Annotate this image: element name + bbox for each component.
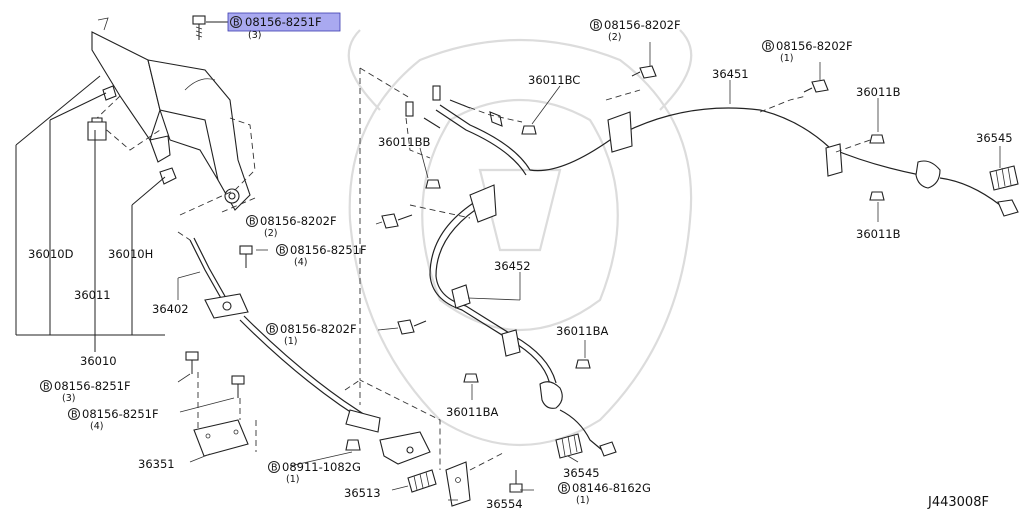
- parking-brake-lever[interactable]: [91, 17, 251, 211]
- svg-text:B: B: [43, 382, 50, 393]
- bolt-f10-icon[interactable]: [509, 470, 523, 493]
- diagram-code: J443008F: [927, 495, 989, 510]
- label-36452[interactable]: 36452: [494, 259, 531, 273]
- svg-text:(1): (1): [286, 474, 299, 485]
- label-36011b-top[interactable]: 36011B: [856, 85, 901, 99]
- svg-text:(1): (1): [284, 336, 297, 347]
- nut-36011b-bot-icon[interactable]: [869, 191, 885, 201]
- fastener-label-f4[interactable]: B 08156-8202F (2): [246, 214, 337, 239]
- svg-text:08156-8251F: 08156-8251F: [54, 379, 131, 393]
- label-36010h[interactable]: 36010H: [108, 247, 153, 261]
- nut-36011ba-left-icon[interactable]: [463, 373, 479, 383]
- spring-36545-right[interactable]: [989, 165, 1019, 191]
- spring-36545-bottom[interactable]: [555, 433, 583, 459]
- fastener-label-f7[interactable]: B 08156-8251F (3): [40, 379, 131, 404]
- label-36011ba-right[interactable]: 36011BA: [556, 324, 608, 338]
- label-36011[interactable]: 36011: [74, 288, 111, 302]
- svg-text:(2): (2): [608, 32, 621, 43]
- fastener-label-f6[interactable]: B 08156-8202F (1): [266, 322, 357, 347]
- label-36351[interactable]: 36351: [138, 457, 175, 471]
- label-36011bc[interactable]: 36011BC: [528, 73, 580, 87]
- rear-cable-36452[interactable]: [429, 184, 617, 457]
- group-bracket-36010: [15, 75, 166, 352]
- plate-36351[interactable]: [193, 419, 249, 457]
- nut-36011bc-icon[interactable]: [521, 125, 537, 135]
- nut-f9-icon[interactable]: [345, 439, 361, 451]
- rear-cable-36451[interactable]: [435, 104, 1019, 217]
- bolt-f8-icon[interactable]: [231, 375, 245, 398]
- svg-text:08156-8202F: 08156-8202F: [604, 18, 681, 32]
- bolt-f2-icon[interactable]: [631, 65, 657, 79]
- svg-text:(1): (1): [576, 495, 589, 506]
- fastener-label-f3[interactable]: B 08156-8202F (1): [762, 39, 853, 64]
- svg-text:08156-8251F: 08156-8251F: [290, 243, 367, 257]
- front-cable-36402[interactable]: [189, 237, 431, 465]
- label-36011bb[interactable]: 36011BB: [378, 135, 430, 149]
- svg-text:B: B: [765, 42, 772, 53]
- label-36402[interactable]: 36402: [152, 302, 189, 316]
- bolt-f5-icon[interactable]: [239, 245, 253, 268]
- fastener-label-f10[interactable]: B 08146-8162G (1): [558, 481, 651, 506]
- label-36545-bottom[interactable]: 36545: [563, 466, 600, 480]
- clip-36010h[interactable]: [159, 167, 177, 185]
- svg-text:08156-8251F: 08156-8251F: [245, 15, 322, 29]
- highlight-box: [227, 12, 341, 32]
- bolt-f7-icon[interactable]: [185, 351, 199, 374]
- svg-text:B: B: [279, 246, 286, 257]
- label-36011ba-left[interactable]: 36011BA: [446, 405, 498, 419]
- svg-text:B: B: [593, 21, 600, 32]
- svg-text:08156-8202F: 08156-8202F: [776, 39, 853, 53]
- watermark-emblem: [347, 29, 693, 447]
- label-36011b-bottom[interactable]: 36011B: [856, 227, 901, 241]
- svg-text:(2): (2): [264, 228, 277, 239]
- svg-text:B: B: [271, 463, 278, 474]
- spring-36513[interactable]: [407, 469, 437, 493]
- svg-text:08156-8202F: 08156-8202F: [260, 214, 337, 228]
- label-36010d[interactable]: 36010D: [28, 247, 74, 261]
- fastener-label-f8[interactable]: B 08156-8251F (4): [68, 407, 159, 432]
- bracket-36554[interactable]: [445, 461, 471, 507]
- svg-text:(4): (4): [90, 421, 103, 432]
- svg-text:B: B: [269, 325, 276, 336]
- svg-text:08156-8251F: 08156-8251F: [82, 407, 159, 421]
- nut-36011ba-right-icon[interactable]: [575, 359, 591, 369]
- bracket-36011[interactable]: [87, 117, 107, 141]
- fastener-label-f2[interactable]: B 08156-8202F (2): [590, 18, 681, 43]
- label-36451[interactable]: 36451: [712, 67, 749, 81]
- label-36010[interactable]: 36010: [80, 354, 117, 368]
- pins-36011bb[interactable]: [405, 85, 471, 129]
- bolt-f3-icon[interactable]: [803, 79, 829, 93]
- svg-text:(4): (4): [294, 257, 307, 268]
- bolt-f1-icon[interactable]: [192, 15, 206, 40]
- svg-text:(1): (1): [780, 53, 793, 64]
- svg-text:B: B: [249, 217, 256, 228]
- svg-text:08146-8162G: 08146-8162G: [572, 481, 651, 495]
- label-36513[interactable]: 36513: [344, 486, 381, 500]
- label-36545-right[interactable]: 36545: [976, 131, 1013, 145]
- leader-lines: [177, 42, 1001, 501]
- fastener-label-f1[interactable]: B 08156-8251F (3): [230, 15, 322, 41]
- clip-top[interactable]: [102, 85, 117, 101]
- svg-text:B: B: [233, 18, 240, 29]
- nut-36011bb-icon[interactable]: [425, 179, 441, 189]
- svg-text:(3): (3): [62, 393, 75, 404]
- fastener-label-f5[interactable]: B 08156-8251F (4): [276, 243, 367, 268]
- svg-text:B: B: [71, 410, 78, 421]
- nut-36011b-top-icon[interactable]: [869, 134, 885, 144]
- fastener-label-f9[interactable]: B 08911-1082G (1): [268, 460, 361, 485]
- bolt-f6-icon[interactable]: [397, 319, 427, 335]
- svg-text:B: B: [561, 484, 568, 495]
- label-36554[interactable]: 36554: [486, 497, 523, 511]
- svg-text:08156-8202F: 08156-8202F: [280, 322, 357, 336]
- svg-text:(3): (3): [248, 30, 261, 41]
- bolt-f4-icon[interactable]: [381, 213, 413, 229]
- svg-text:08911-1082G: 08911-1082G: [282, 460, 361, 474]
